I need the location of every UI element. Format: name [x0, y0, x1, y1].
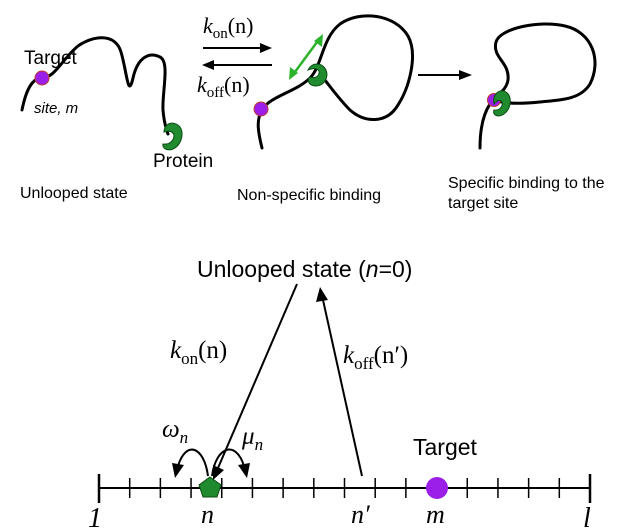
- rate-kon-top-sub: on: [213, 26, 229, 42]
- caption-nonspecific: Non-specific binding: [237, 187, 381, 204]
- dna-strand-specific: [478, 22, 597, 150]
- label-protein: Protein: [153, 151, 213, 172]
- protein-pentagon: [198, 476, 222, 498]
- caption-specific-line2: target site: [448, 195, 518, 212]
- rate-omega: ωn: [162, 416, 188, 447]
- lattice-label-l: l: [583, 503, 591, 531]
- protein-icon-specific: [493, 90, 511, 117]
- rate-koff-top-arg: (n): [224, 72, 250, 97]
- rate-omega-sub: n: [180, 428, 189, 447]
- unlooped-title-suffix: =0): [379, 256, 413, 282]
- rate-kon-top-base: k: [203, 13, 214, 38]
- rate-koff-bottom-base: k: [343, 342, 355, 369]
- rate-kon-bottom-base: k: [170, 337, 182, 364]
- rate-omega-base: ω: [162, 416, 180, 443]
- rate-mu-base: μ: [241, 423, 255, 450]
- rate-kon-bottom-sub: on: [181, 349, 199, 368]
- lattice-label-n: n: [201, 500, 214, 529]
- lattice-ticks: [128, 478, 561, 498]
- rate-kon-bottom: kon(n): [170, 337, 227, 368]
- label-target: Target: [24, 48, 78, 69]
- rate-koff-top-base: k: [197, 72, 208, 97]
- rate-koff-bottom: koff(n′): [343, 342, 408, 373]
- rate-kon-top: kon(n): [203, 13, 253, 42]
- rate-koff-top: koff(n): [197, 72, 250, 101]
- rate-mu-sub: n: [255, 435, 264, 454]
- protein-icon-nonspecific: [307, 63, 328, 87]
- label-site: site, m: [34, 100, 78, 117]
- lattice-label-nprime: n′: [351, 500, 370, 529]
- hop-arrow-left: [172, 448, 209, 478]
- rate-mu: μn: [241, 423, 263, 454]
- unlooped-title-prefix: Unlooped state (: [197, 256, 366, 282]
- lattice-label-1: 1: [88, 503, 102, 531]
- target-site-dot: [34, 70, 50, 86]
- arrow-backward-top: [202, 60, 272, 70]
- hop-arrow-right: [211, 448, 250, 478]
- unlooped-state-title: Unlooped state (n=0): [197, 256, 412, 282]
- rate-koff-bottom-sub: off: [354, 354, 374, 373]
- caption-unlooped: Unlooped state: [20, 185, 128, 202]
- arrow-koff-bottom: [316, 287, 363, 477]
- target-site-dot-nonspecific: [253, 101, 269, 117]
- label-target-bottom: Target: [413, 434, 478, 460]
- target-site-bottom: [426, 477, 448, 499]
- protein-icon: [162, 122, 183, 151]
- dna-strand-nonspecific: [256, 14, 414, 150]
- rate-kon-bottom-arg: (n): [198, 337, 227, 364]
- unlooped-title-var: n: [366, 256, 379, 282]
- lattice-label-m: m: [426, 500, 445, 529]
- rate-kon-top-arg: (n): [228, 13, 254, 38]
- rate-koff-bottom-arg: (n′): [374, 342, 409, 369]
- caption-specific-line1: Specific binding to the: [448, 175, 605, 192]
- rate-koff-top-sub: off: [207, 85, 224, 101]
- arrow-to-specific: [418, 70, 472, 80]
- slide-arrow: [289, 34, 323, 80]
- arrow-kon-bottom: [213, 283, 298, 480]
- arrow-forward-top: [203, 43, 272, 53]
